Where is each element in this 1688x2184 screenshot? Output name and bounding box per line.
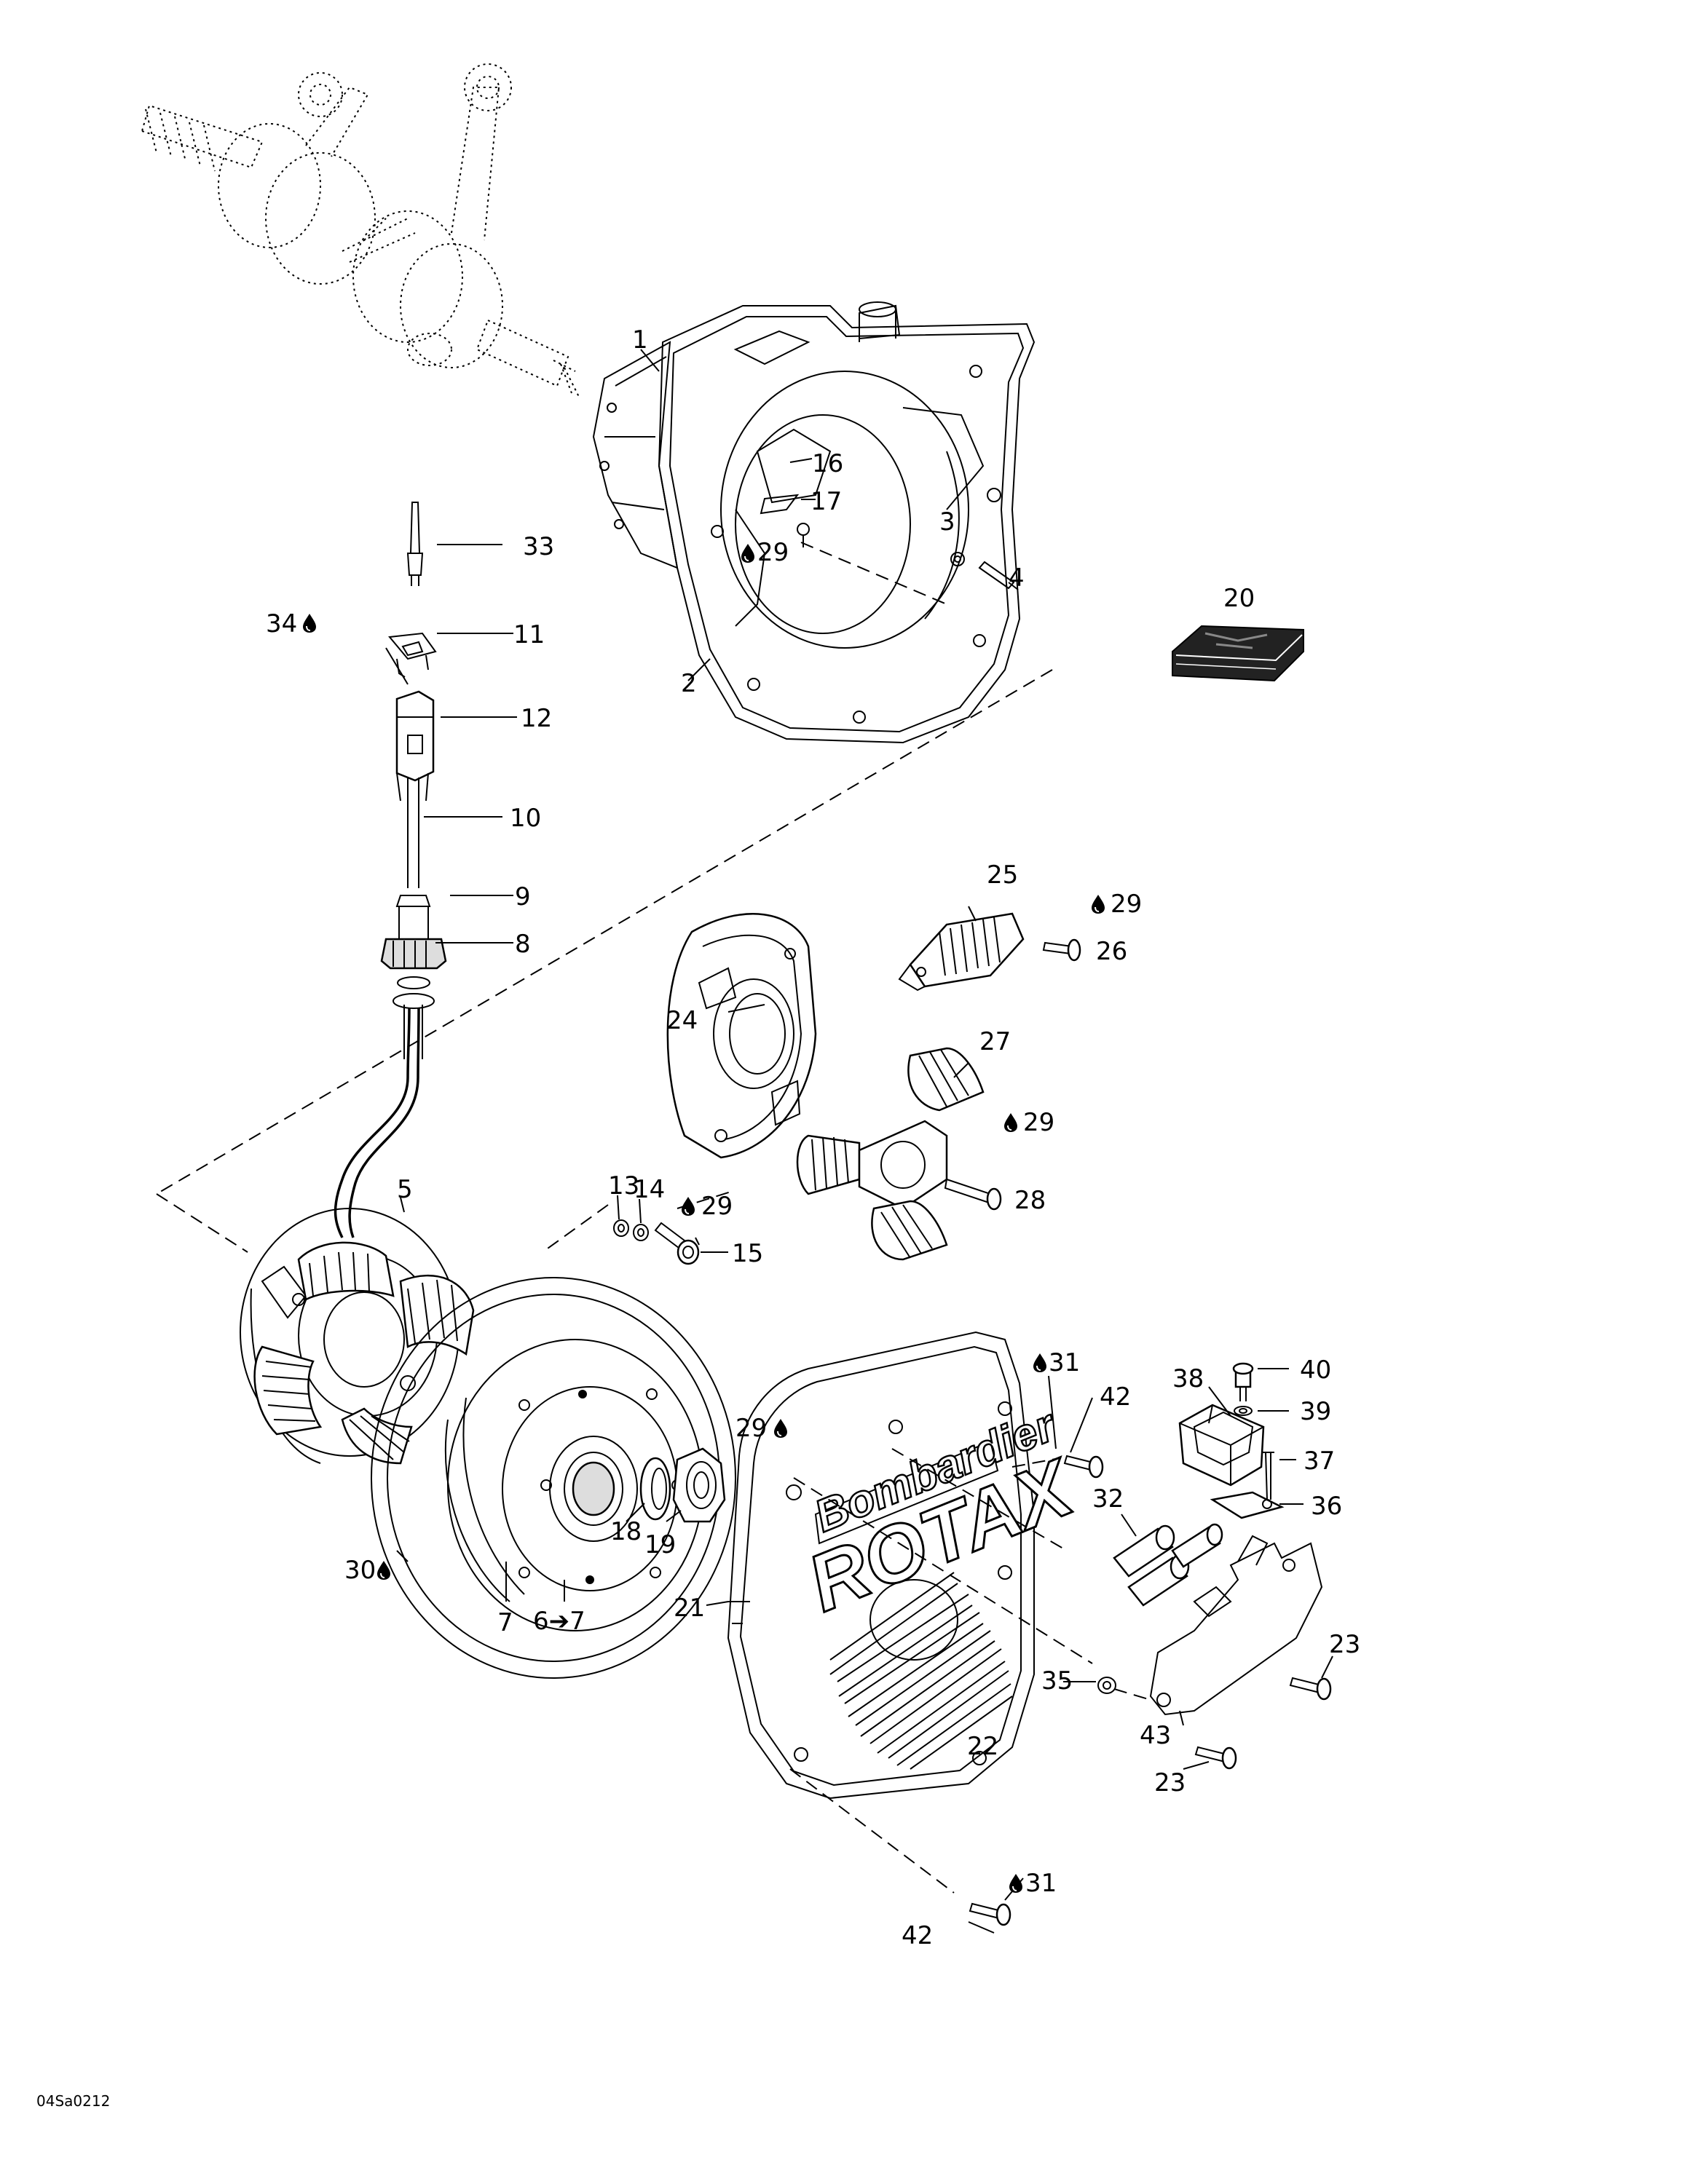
callout-36: 36: [1311, 1492, 1342, 1521]
callout-6: 6➔7: [533, 1607, 585, 1636]
magneto-housing: [592, 301, 1036, 744]
stator: [240, 1208, 475, 1465]
callout-33: 33: [523, 532, 554, 561]
washer-nut: [639, 1447, 726, 1523]
callout-25: 25: [987, 860, 1018, 890]
callout-1: 1: [632, 325, 648, 355]
callout-23b: 23: [1154, 1768, 1186, 1797]
callout-38: 38: [1172, 1364, 1204, 1393]
callout-30: 30: [344, 1556, 376, 1585]
callout-13: 13: [608, 1171, 639, 1200]
washers-bolt-15: [613, 1219, 700, 1265]
lubricant-drop-icon: [302, 613, 317, 633]
callout-15: 15: [732, 1239, 763, 1268]
coil-25: [898, 912, 1081, 992]
box-and-fasteners: [1178, 1362, 1285, 1519]
callout-35: 35: [1041, 1666, 1073, 1696]
foam-pad: [1172, 625, 1304, 682]
callout-21: 21: [674, 1594, 705, 1623]
callout-31b: 31: [1025, 1869, 1057, 1898]
callout-24: 24: [666, 1006, 698, 1035]
callout-39: 39: [1300, 1397, 1331, 1426]
callout-27: 27: [979, 1027, 1011, 1056]
assembly-lines: [156, 542, 1151, 1894]
callout-12: 12: [521, 704, 552, 733]
callout-16: 16: [812, 449, 843, 478]
cover-screws: [969, 1455, 1332, 1926]
bracket-parts: [1097, 1523, 1323, 1716]
callout-4: 4: [1009, 563, 1025, 593]
callout-28: 28: [1014, 1186, 1046, 1215]
callout-40: 40: [1300, 1356, 1331, 1385]
callout-7: 7: [497, 1608, 513, 1637]
rotax-cover: Bombardier ROTAX: [727, 1331, 1089, 1800]
callout-5: 5: [397, 1175, 413, 1204]
callout-17: 17: [811, 487, 842, 516]
callout-29c: 29: [1023, 1108, 1054, 1137]
callout-42a: 42: [1100, 1382, 1131, 1412]
lubricant-drop-icon: [1033, 1353, 1047, 1373]
housing-small-parts: [797, 523, 1019, 590]
diagram-code: 04Sa0212: [36, 2092, 110, 2110]
callout-43: 43: [1140, 1721, 1171, 1750]
backing-plate: [666, 913, 817, 1159]
sensor-assembly: [334, 502, 447, 1238]
callout-19: 19: [644, 1530, 676, 1559]
lubricant-drop-icon: [681, 1196, 695, 1216]
callout-22: 22: [967, 1732, 998, 1761]
callout-10: 10: [510, 804, 541, 833]
callout-20: 20: [1223, 584, 1255, 613]
coil-assembly-27: [796, 1047, 1002, 1261]
lubricant-drop-icon: [773, 1418, 788, 1439]
lubricant-drop-icon: [1009, 1873, 1023, 1894]
callout-42b: 42: [902, 1921, 933, 1950]
callout-labels: 1 2 3 4 5 6➔7 7 8 9 10 11 12 13 14 15 16…: [266, 325, 1360, 1950]
callout-23a: 23: [1329, 1630, 1360, 1659]
callout-29d: 29: [701, 1192, 733, 1221]
callout-32: 32: [1092, 1484, 1124, 1514]
callout-14: 14: [634, 1175, 665, 1204]
callout-3: 3: [939, 507, 955, 537]
callout-2: 2: [681, 669, 697, 698]
callout-37: 37: [1304, 1447, 1335, 1476]
crankshaft-phantom: [141, 63, 580, 397]
callout-29e: 29: [735, 1414, 767, 1443]
leader-lines: [385, 349, 1333, 1934]
callout-11: 11: [513, 620, 545, 649]
lubricant-drop-icon: [741, 543, 755, 563]
lubricant-drop-icon: [1003, 1112, 1018, 1133]
callout-18: 18: [610, 1517, 642, 1546]
callout-9: 9: [515, 882, 531, 911]
callout-34: 34: [266, 609, 297, 638]
callout-29a: 29: [757, 538, 789, 567]
callout-8: 8: [515, 930, 531, 959]
callout-29b: 29: [1111, 890, 1142, 919]
callout-31a: 31: [1049, 1348, 1080, 1377]
lubricant-drop-icon: [1091, 894, 1105, 914]
callout-26: 26: [1096, 937, 1127, 966]
